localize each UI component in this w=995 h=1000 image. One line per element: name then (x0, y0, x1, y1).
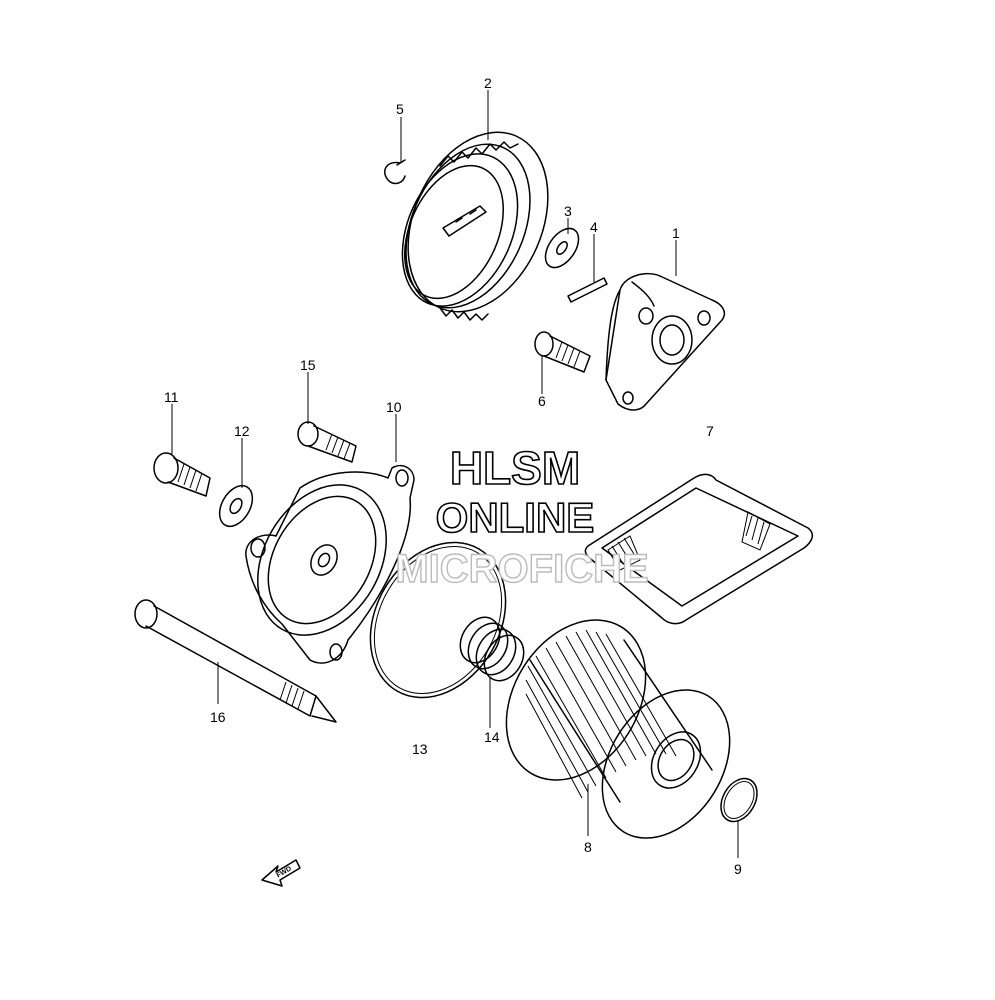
part-6-bolt (534, 331, 591, 373)
part-9-o-ring (720, 777, 758, 823)
callout-10: 10 (386, 399, 402, 415)
part-3-washer (544, 227, 580, 269)
callout-4: 4 (590, 219, 598, 235)
leader-lines (171, 90, 739, 858)
callout-6: 6 (538, 393, 546, 409)
callout-labels: 2 5 3 4 1 6 15 10 11 12 7 16 14 13 8 9 (164, 75, 742, 877)
part-12-washer (218, 484, 254, 528)
callout-16: 16 (210, 709, 226, 725)
part-10-filter-cap (245, 464, 415, 664)
callout-13: 13 (412, 741, 428, 757)
part-1-oil-pump (605, 272, 726, 411)
part-15-bolt (297, 421, 357, 463)
watermark: HLSM ONLINE MICROFICHE (395, 441, 650, 592)
watermark-line-2: ONLINE (436, 494, 595, 541)
part-2-driven-gear (401, 131, 549, 321)
callout-15: 15 (300, 357, 316, 373)
forward-direction-arrow: FWD (261, 859, 301, 887)
callout-8: 8 (584, 839, 592, 855)
part-16-long-bolt (134, 599, 337, 723)
part-7-gasket (584, 473, 814, 625)
callout-3: 3 (564, 203, 572, 219)
callout-12: 12 (234, 423, 250, 439)
callout-5: 5 (396, 101, 404, 117)
callout-7: 7 (706, 423, 714, 439)
part-11-bolt (153, 452, 211, 497)
part-4-pin (567, 277, 608, 303)
part-8-oil-filter (505, 619, 731, 839)
callout-9: 9 (734, 861, 742, 877)
part-14-spring (459, 616, 525, 682)
callout-11: 11 (164, 389, 179, 405)
callout-14: 14 (484, 729, 500, 745)
watermark-line-3: MICROFICHE (395, 547, 648, 591)
watermark-line-1: HLSM (450, 442, 580, 494)
part-5-circlip (384, 159, 406, 185)
callout-1: 1 (672, 225, 680, 241)
callout-2: 2 (484, 75, 492, 91)
